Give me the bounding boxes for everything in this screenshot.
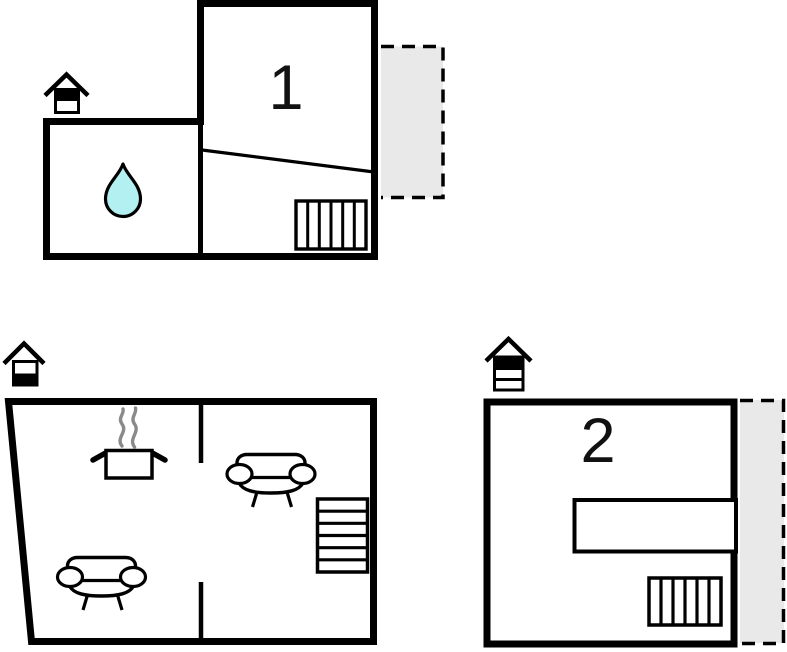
steam-icon bbox=[130, 406, 138, 449]
roof-icon bbox=[484, 335, 533, 363]
unit-1-floor-level-icon bbox=[43, 71, 90, 114]
floor-plan-unit-1: 1 bbox=[43, 0, 445, 260]
unit-1-terrace-dashed-border bbox=[381, 44, 445, 200]
unit-2-terrace-area bbox=[740, 400, 784, 643]
floor-level-black-band bbox=[494, 357, 523, 370]
roof-icon bbox=[43, 71, 90, 98]
unit-2-stairs-icon bbox=[647, 576, 723, 627]
floor-plan-ground bbox=[2, 340, 377, 645]
unit-2-floor-level-icon bbox=[484, 335, 533, 392]
steam-icon bbox=[118, 407, 126, 448]
unit-1-terrace-area bbox=[381, 46, 443, 198]
unit-2-room-label: 2 bbox=[580, 406, 615, 476]
unit-2-partition bbox=[572, 498, 738, 554]
cooking-pot-icon bbox=[90, 406, 168, 480]
floor-level-black-band bbox=[13, 373, 37, 385]
ground-floor-level-icon bbox=[2, 340, 46, 387]
unit-1-room-label: 1 bbox=[268, 53, 303, 123]
floor-level-black-band bbox=[55, 89, 79, 101]
unit-1-stairs-icon bbox=[294, 199, 368, 251]
water-drop-icon bbox=[103, 162, 143, 219]
floor-plan-unit-2: 2 bbox=[483, 335, 786, 648]
ground-stairs-icon bbox=[315, 497, 370, 574]
unit-2-terrace-dashed-border bbox=[740, 398, 786, 646]
roof-icon bbox=[2, 340, 46, 366]
pot-body bbox=[104, 448, 154, 480]
unit-1-sloped-ceiling-line bbox=[201, 148, 375, 174]
